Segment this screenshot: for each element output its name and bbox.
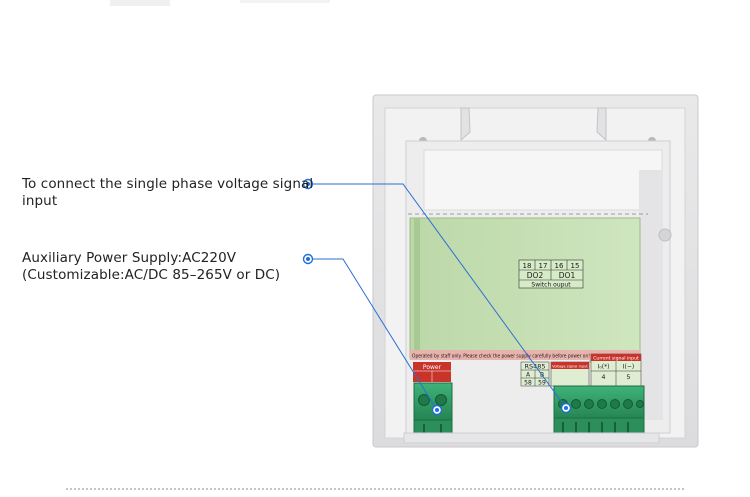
power-label: Power xyxy=(423,364,442,371)
label-panel: 18 17 16 15 DO2 DO1 Switch ouput Operate… xyxy=(409,217,641,363)
switch-output-table: 18 17 16 15 DO2 DO1 Switch ouput xyxy=(518,259,584,289)
rs485-58: 58 xyxy=(524,380,532,387)
callout-leader-voltage xyxy=(312,183,567,409)
voltage-callout-line1: To connect the single phase voltage sign… xyxy=(22,176,314,192)
power-callout-line2: (Customizable:AC/DC 85–265V or DC) xyxy=(22,267,281,283)
top-smudge xyxy=(240,0,330,3)
switch-num: 15 xyxy=(571,262,580,270)
voltage-input-label: Voltage signal input xyxy=(552,365,588,369)
warning-strip xyxy=(410,350,640,360)
mount-clip xyxy=(460,107,471,142)
top-smudge xyxy=(110,0,170,6)
rs485-label: RS485 xyxy=(524,363,545,371)
ci-4: 4 xyxy=(601,373,605,381)
switch-num: 17 xyxy=(539,262,548,270)
current-input-label: Current signal input xyxy=(593,356,639,362)
side-button xyxy=(658,228,672,242)
switch-num: 18 xyxy=(523,262,532,270)
power-callout-line1: Auxiliary Power Supply:AC220V xyxy=(22,250,237,266)
switch-output-label: Switch ouput xyxy=(531,282,571,289)
rs485-a: A xyxy=(526,372,531,379)
io-label-block: RS485 A B 58 59 Voltage signal input Cur… xyxy=(520,353,642,387)
do1-label: DO1 xyxy=(559,271,576,280)
callout-leader-power xyxy=(308,258,438,411)
ci-5: 5 xyxy=(626,373,630,381)
switch-num: 16 xyxy=(555,262,564,270)
rs485-59: 59 xyxy=(538,380,546,387)
power-label-block: Power xyxy=(413,362,451,382)
do2-label: DO2 xyxy=(527,271,544,280)
voltage-callout-line2: input xyxy=(22,193,58,209)
mount-clip xyxy=(596,107,607,142)
warning-text: Operated by staff only. Please check the… xyxy=(412,354,590,360)
housing-base xyxy=(403,432,660,444)
ib-minus-label: I(−) xyxy=(623,364,634,371)
ib-plus-label: I₀(*) xyxy=(598,364,610,371)
voltage-callout: To connect the single phase voltage sign… xyxy=(22,176,314,210)
power-callout: Auxiliary Power Supply:AC220V (Customiza… xyxy=(22,250,322,284)
